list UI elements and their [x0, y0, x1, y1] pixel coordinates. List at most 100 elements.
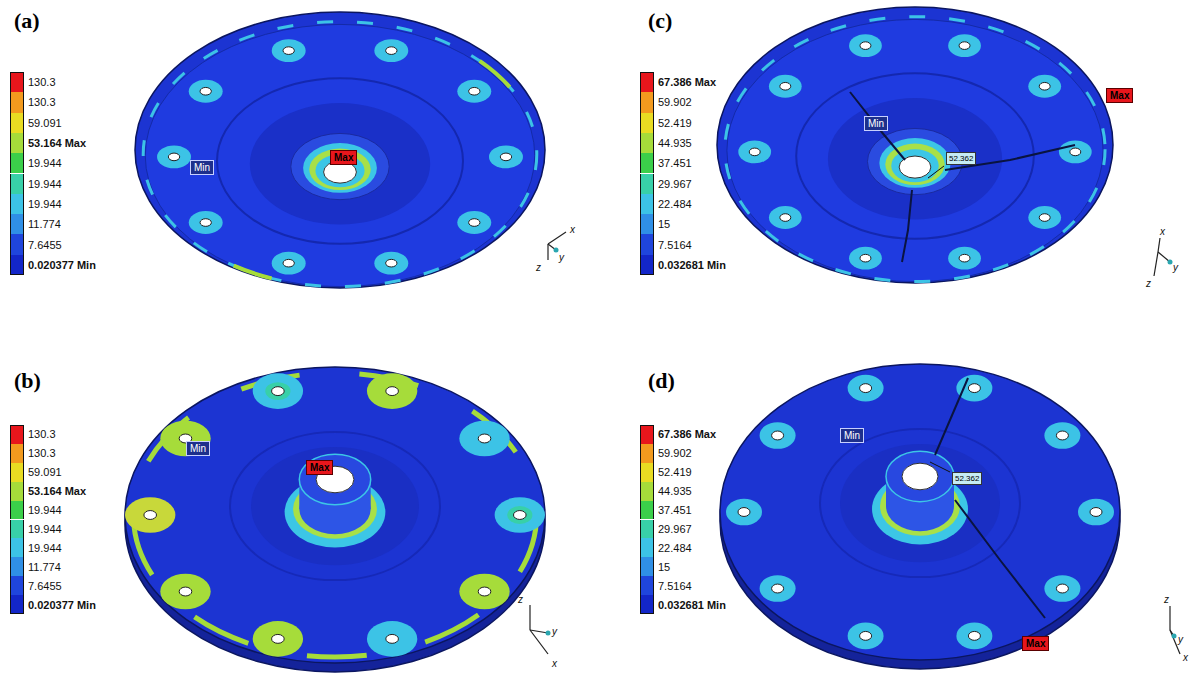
legend-value: 52.419 — [658, 466, 692, 478]
legend-entry: 15 — [640, 214, 670, 234]
panel-letter: (d) — [648, 368, 675, 394]
legend-entry: 29.967 — [640, 520, 692, 539]
legend-value: 7.6455 — [28, 239, 62, 251]
color-swatch — [10, 595, 24, 614]
legend-entry: 11.774 — [10, 214, 61, 234]
color-swatch — [640, 538, 654, 557]
color-swatch — [640, 520, 654, 539]
axis-letter: x — [570, 224, 575, 235]
legend-value: 59.902 — [658, 96, 692, 108]
legend-value: 19.944 — [28, 504, 62, 516]
axis-letter: y — [552, 626, 557, 637]
legend-value: 52.419 — [658, 117, 692, 129]
axis-letter: y — [1173, 262, 1178, 273]
legend-value: 15 — [658, 561, 670, 573]
legend-value: 29.967 — [658, 523, 692, 535]
legend-value: 7.5164 — [658, 580, 692, 592]
legend-entry: 19.944 — [10, 174, 62, 194]
color-swatch — [10, 501, 24, 520]
legend-value: 59.902 — [658, 447, 692, 459]
legend-entry: 37.451 — [640, 153, 692, 173]
axis-letter: z — [536, 262, 541, 273]
legend-entry: 22.484 — [640, 538, 692, 557]
legend-value: 19.944 — [28, 523, 62, 535]
legend-entry: 19.944 — [10, 153, 62, 173]
panel-letter: (b) — [14, 368, 41, 394]
color-swatch — [10, 557, 24, 576]
max-tag: Max — [306, 460, 333, 475]
legend-entry: 19.944 — [10, 194, 62, 214]
legend-value: 19.944 — [28, 178, 62, 190]
color-swatch — [640, 214, 654, 234]
legend-value: 11.774 — [28, 561, 61, 573]
legend-value: 22.484 — [658, 198, 692, 210]
legend-entry: 53.164 Max — [10, 133, 86, 153]
legend-value: 19.944 — [28, 542, 62, 554]
color-swatch — [10, 234, 24, 254]
axis-letter: z — [1146, 278, 1151, 289]
color-swatch — [10, 92, 24, 112]
color-swatch — [640, 444, 654, 463]
legend-entry: 67.386 Max — [640, 425, 716, 444]
color-swatch — [640, 174, 654, 194]
legend-entry: 0.020377 Min — [10, 595, 96, 614]
color-swatch — [640, 595, 654, 614]
legend-entry: 7.6455 — [10, 234, 62, 254]
legend-entry: 19.944 — [10, 501, 62, 520]
color-swatch — [640, 113, 654, 133]
color-swatch — [10, 214, 24, 234]
legend-value: 44.935 — [658, 485, 692, 497]
axis-letter: y — [1178, 634, 1183, 645]
color-swatch — [10, 174, 24, 194]
min-tag: Min — [186, 441, 210, 456]
legend-entry: 0.032681 Min — [640, 255, 726, 275]
legend-entry: 7.5164 — [640, 234, 692, 254]
color-swatch — [10, 576, 24, 595]
legend-entry: 67.386 Max — [640, 72, 716, 92]
axis-letter: y — [559, 252, 564, 263]
max-tag: Max — [1022, 636, 1049, 651]
legend-entry: 130.3 — [10, 92, 56, 112]
legend-entry: 0.032681 Min — [640, 595, 726, 614]
color-swatch — [640, 255, 654, 275]
legend-value: 130.3 — [28, 428, 56, 440]
legend-value: 59.091 — [28, 466, 62, 478]
legend-entry: 22.484 — [640, 194, 692, 214]
panel-letter: (a) — [14, 8, 40, 34]
color-swatch — [10, 463, 24, 482]
legend-value: 0.020377 Min — [28, 259, 96, 271]
legend-value: 130.3 — [28, 96, 56, 108]
legend-entry: 37.451 — [640, 501, 692, 520]
color-swatch — [640, 576, 654, 595]
legend-entry: 15 — [640, 557, 670, 576]
legend-value: 37.451 — [658, 504, 692, 516]
color-swatch — [10, 482, 24, 501]
max-tag: Max — [1106, 88, 1133, 103]
legend-value: 53.164 Max — [28, 137, 86, 149]
legend-entry: 0.020377 Min — [10, 255, 96, 275]
legend-value: 130.3 — [28, 76, 56, 88]
legend-entry: 59.091 — [10, 113, 62, 133]
legend-value: 130.3 — [28, 447, 56, 459]
color-swatch — [10, 425, 24, 444]
legend-entry: 130.3 — [10, 72, 56, 92]
color-swatch — [10, 113, 24, 133]
axis-letter: x — [552, 658, 557, 669]
color-swatch — [640, 72, 654, 92]
legend-value: 0.020377 Min — [28, 599, 96, 611]
probe-value: 52.362 — [946, 152, 976, 165]
legend-entry: 19.944 — [10, 538, 62, 557]
legend-value: 7.6455 — [28, 580, 62, 592]
legend-value: 11.774 — [28, 218, 61, 230]
axis-letter: z — [518, 594, 523, 605]
color-swatch — [640, 153, 654, 173]
legend-entry: 19.944 — [10, 520, 62, 539]
legend-entry: 11.774 — [10, 557, 61, 576]
legend-value: 0.032681 Min — [658, 259, 726, 271]
max-tag: Max — [330, 150, 357, 165]
legend-value: 29.967 — [658, 178, 692, 190]
min-tag: Min — [190, 160, 214, 175]
legend-entry: 44.935 — [640, 133, 692, 153]
axis-letter: x — [1183, 652, 1188, 663]
legend-entry: 130.3 — [10, 425, 56, 444]
